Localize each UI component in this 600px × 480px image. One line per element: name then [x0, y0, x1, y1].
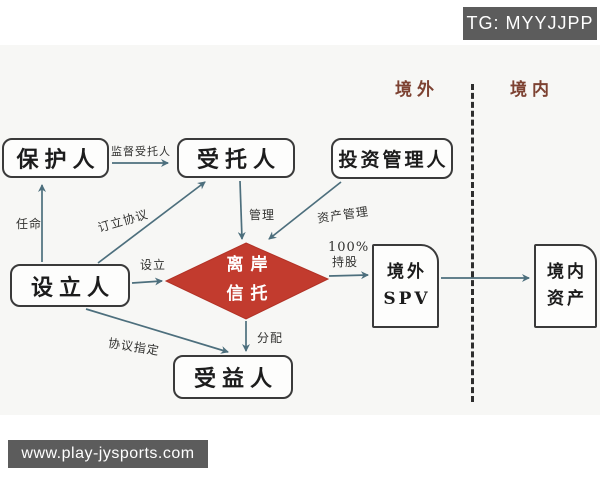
edge-label-distribute: 分配 — [257, 331, 284, 345]
node-protector: 保护人 — [2, 138, 109, 178]
node-offshore-spv: 境外 SPV — [372, 244, 439, 328]
telegram-watermark-badge: TG: MYYJJPP — [463, 7, 597, 40]
edge-agreement-designate — [85, 308, 229, 354]
node-domestic-assets-line2: 资产 — [547, 289, 587, 309]
edge-manage — [237, 180, 246, 240]
edge-shareholding — [328, 271, 369, 280]
node-offshore-spv-line1: 境外 — [387, 261, 427, 282]
edge-label-supervise-trustee: 监督受托人 — [111, 145, 171, 158]
edge-label-manage: 管理 — [249, 208, 276, 222]
edge-conclude-agreement — [97, 181, 206, 264]
offshore-onshore-dashed-divider — [471, 84, 474, 402]
node-settlor: 设立人 — [10, 264, 130, 307]
region-label-onshore: 境内 — [510, 80, 554, 100]
edge-establish — [131, 277, 163, 286]
offshore-trust-line1: 离岸 — [226, 255, 275, 275]
node-investment-manager: 投资管理人 — [331, 138, 453, 179]
node-beneficiary: 受益人 — [173, 355, 293, 399]
node-trustee: 受托人 — [177, 138, 295, 178]
edge-label-shareholding: 100% 持股 — [328, 240, 370, 270]
edge-label-shareholding-line2: 持股 — [331, 254, 358, 269]
node-offshore-spv-line2: SPV — [383, 289, 431, 309]
edge-label-establish: 设立 — [140, 258, 167, 272]
region-label-offshore: 境外 — [395, 80, 439, 100]
node-domestic-assets-line1: 境内 — [547, 261, 587, 282]
edge-asset-management — [268, 181, 342, 240]
website-watermark-text: www.play-jysports.com — [21, 445, 195, 462]
photo-background — [0, 45, 600, 415]
edge-label-appoint: 任命 — [16, 217, 43, 231]
edge-label-shareholding-line1: 100% — [328, 240, 370, 255]
offshore-trust-diamond — [164, 242, 330, 320]
offshore-trust-line2: 信托 — [226, 283, 275, 304]
telegram-watermark-text: TG: MYYJJPP — [466, 13, 594, 33]
website-watermark-badge: www.play-jysports.com — [8, 440, 208, 468]
node-domestic-assets: 境内 资产 — [534, 244, 597, 328]
node-offshore-trust-label: 离岸 信托 — [207, 251, 287, 309]
